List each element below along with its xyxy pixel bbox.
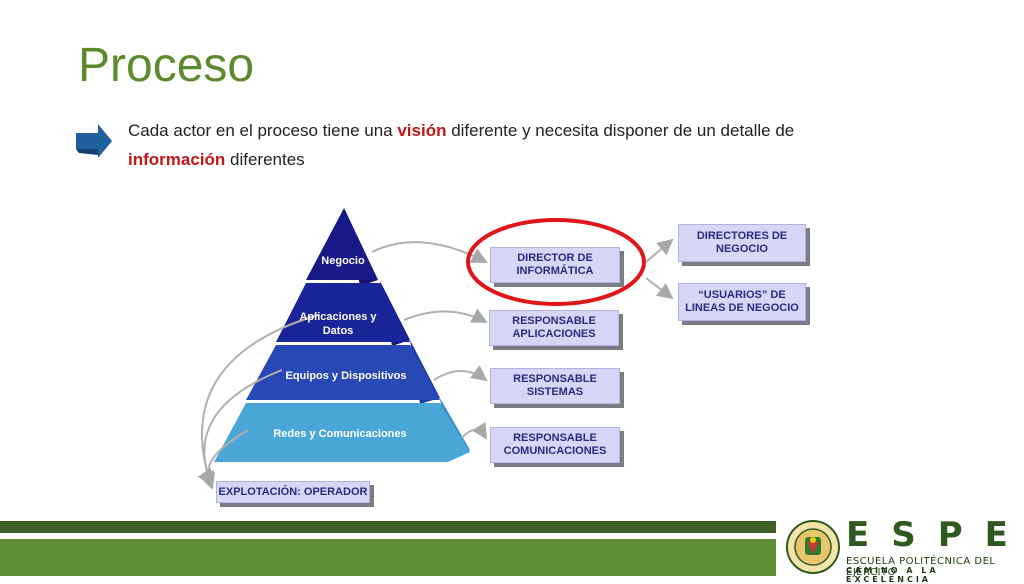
box-explotacion-operador: EXPLOTACIÓN: OPERADOR: [216, 481, 370, 503]
highlight-informacion: información: [128, 150, 226, 169]
bullet-part-1: Cada actor en el proceso tiene una: [128, 121, 398, 140]
tier-label-aplicaciones: Aplicaciones y Datos: [299, 311, 377, 337]
bullet-arrow-icon: [76, 124, 112, 158]
arrow-negocio-director: [371, 241, 488, 263]
school-motto: CAMINO A LA EXCELENCIA: [846, 566, 939, 584]
box-responsable-aplicaciones: RESPONSABLE APLICACIONES: [489, 310, 619, 346]
box-directores-negocio: DIRECTORES DE NEGOCIO: [678, 224, 806, 262]
tier-label-equipos: Equipos y Dispositivos: [285, 370, 407, 382]
arrow-equipos-responsable: [433, 365, 488, 382]
box-responsable-sistemas: RESPONSABLE SISTEMAS: [490, 368, 620, 404]
arrow-aplicaciones-responsable: [403, 308, 488, 323]
highlight-circle: [466, 218, 646, 306]
school-name: ESCUELA POLITÉCNICA DEL EJÉRCITO: [846, 556, 996, 578]
pyramid-tier-3: [246, 345, 440, 400]
arrow-director-directores: [645, 238, 674, 263]
tier-label-redes: Redes y Comunicaciones: [273, 428, 407, 440]
espe-logo-word: ESPE: [846, 515, 1024, 555]
box-director-informatica: DIRECTOR DE INFORMÁTICA: [490, 247, 620, 283]
bullet-part-3: diferentes: [225, 150, 305, 169]
box-responsable-comunicaciones: RESPONSABLE COMUNICACIONES: [490, 427, 620, 463]
pyramid-tier-2: [276, 283, 410, 342]
footer-dark-band: [0, 521, 776, 533]
arrow-left-3: [197, 429, 249, 486]
box-usuarios-lineas: “USUARIOS” DE LINEAS DE NEGOCIO: [678, 283, 806, 321]
bullet-text: Cada actor en el proceso tiene una visió…: [128, 116, 828, 174]
footer-light-band: [0, 539, 776, 576]
espe-seal-icon: [786, 520, 840, 574]
arrow-director-usuarios: [645, 277, 674, 300]
highlight-vision: visión: [397, 121, 447, 140]
arrow-redes-responsable: [461, 421, 488, 440]
pyramid-tier-1: [306, 208, 378, 280]
pyramid-diagram: [197, 208, 674, 490]
slide-title: Proceso: [78, 39, 255, 92]
pyramid-tier-4: [214, 403, 470, 462]
tier-label-negocio: Negocio: [321, 255, 365, 267]
bullet-part-2: diferente y necesita disponer de un deta…: [446, 121, 795, 140]
